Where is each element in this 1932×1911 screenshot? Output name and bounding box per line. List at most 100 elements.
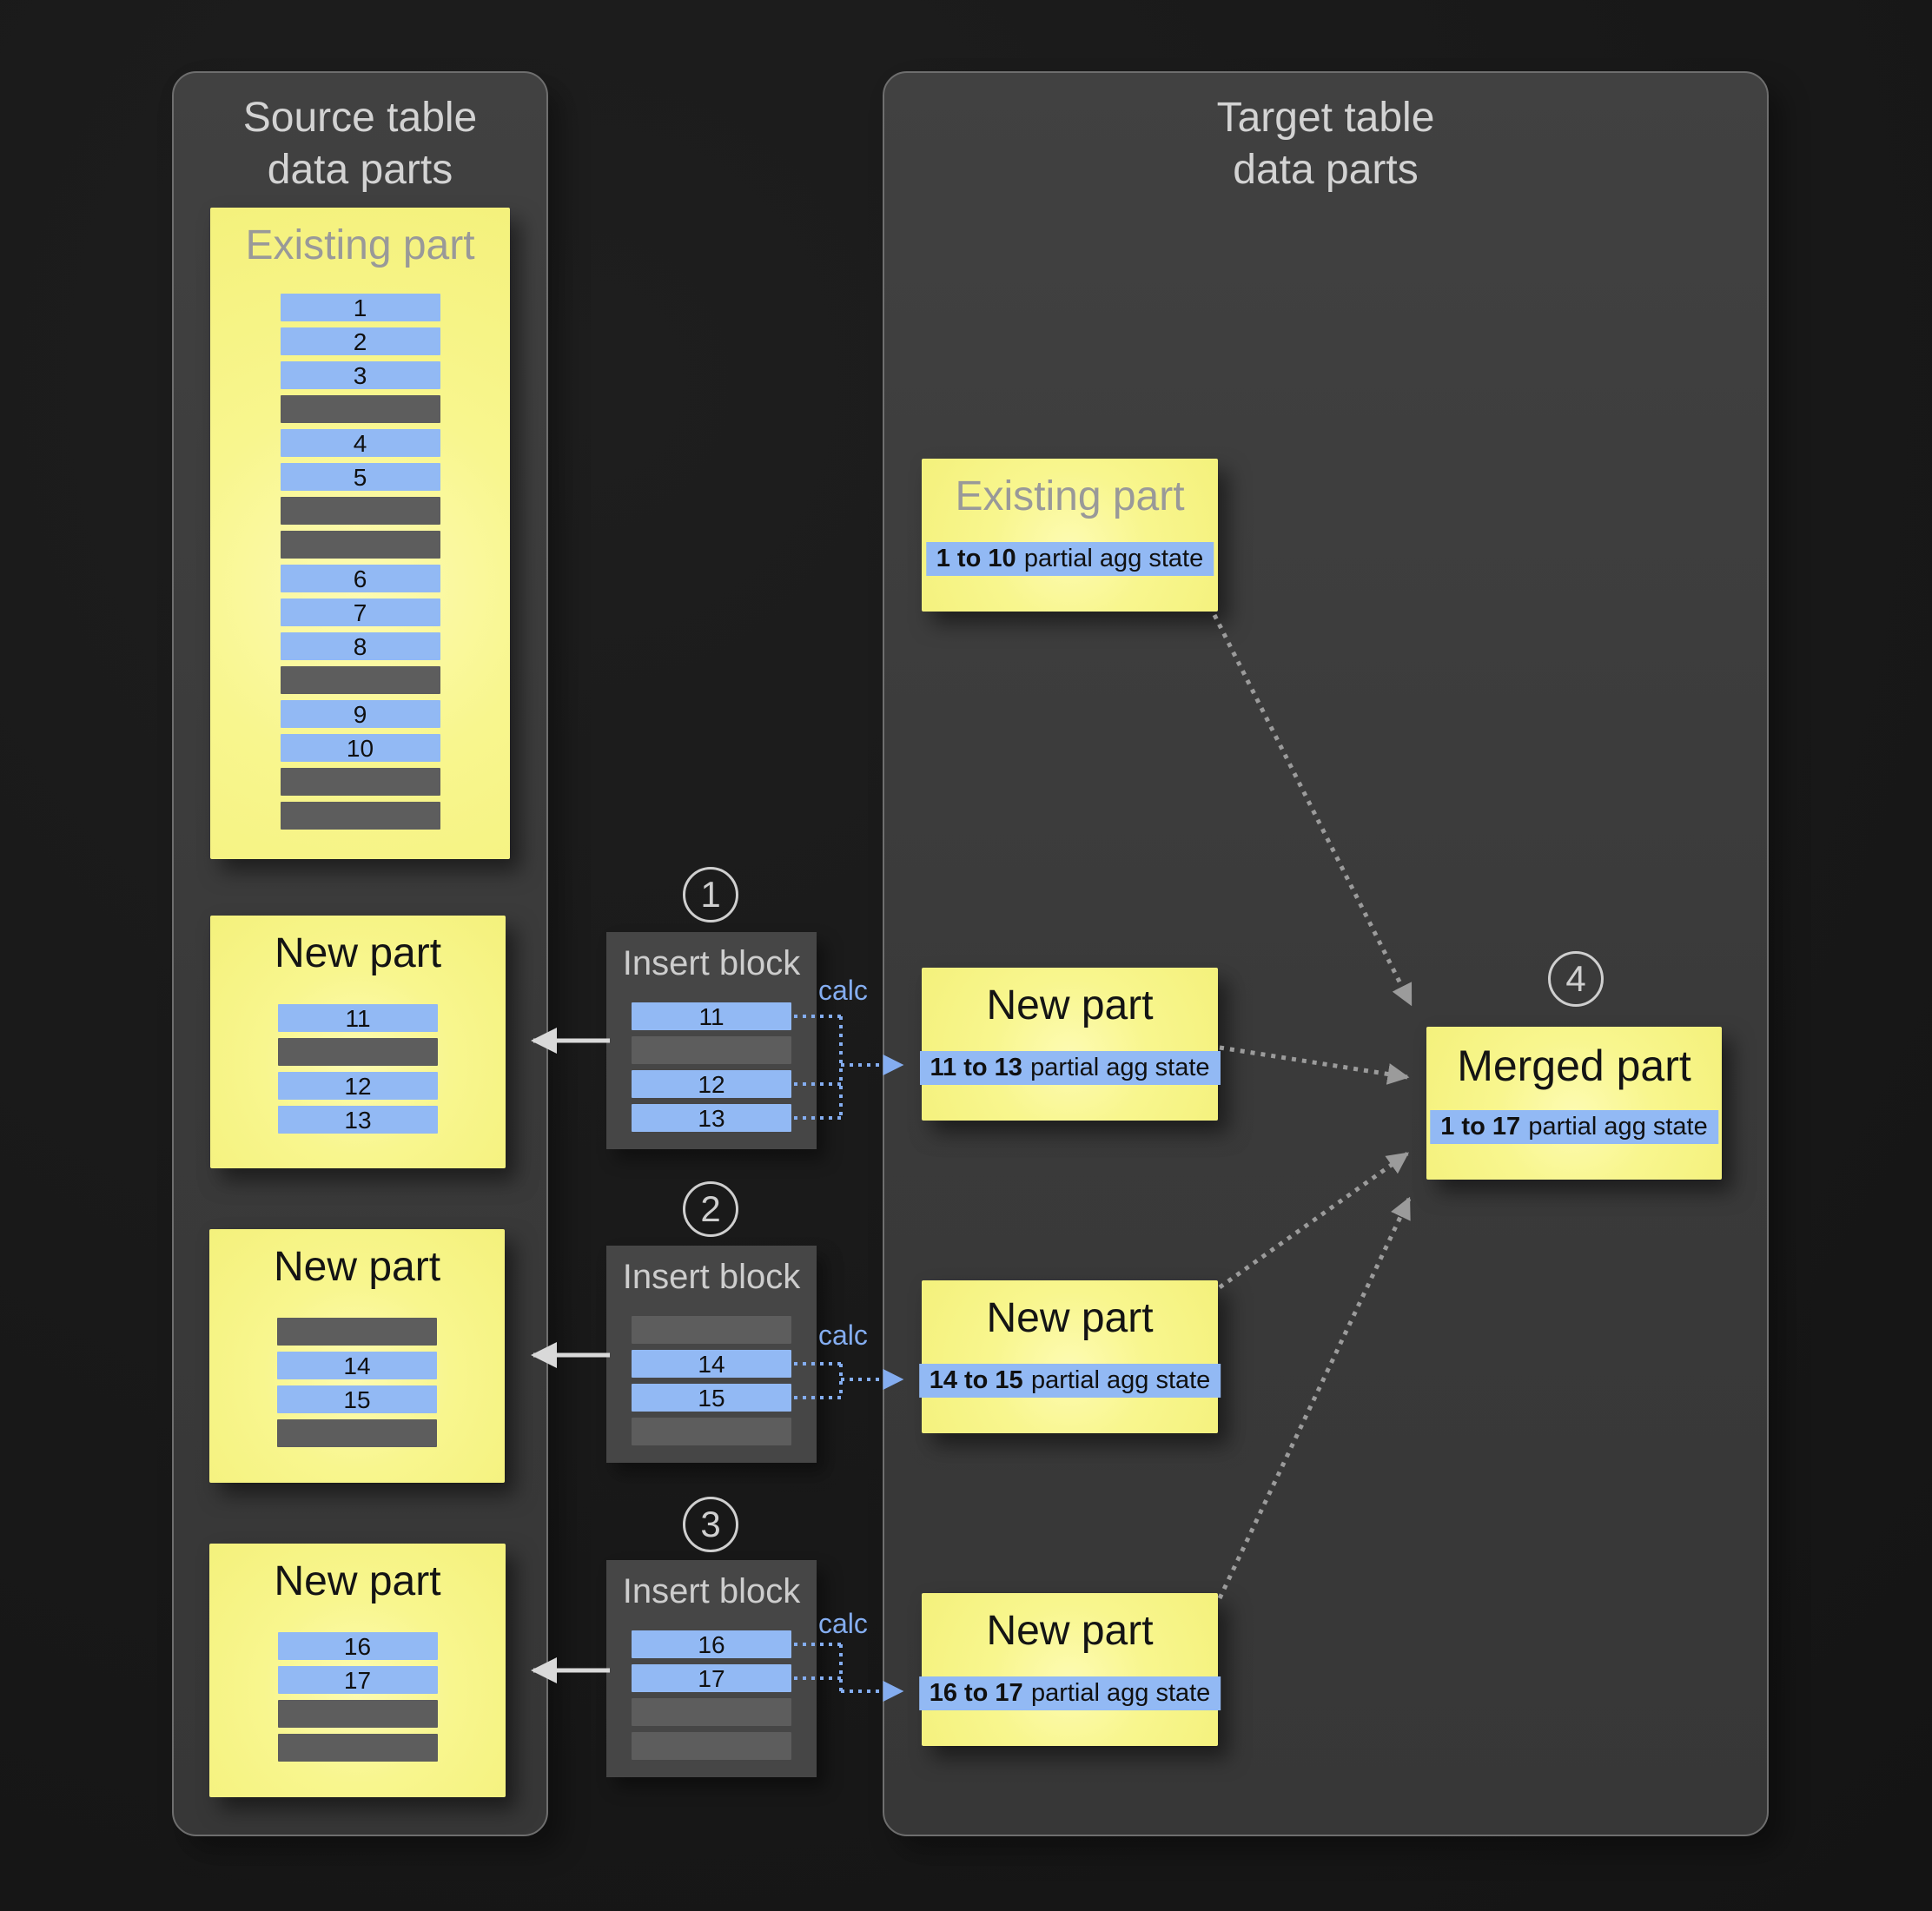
agg-state-label: 1 to 10 partial agg state <box>925 542 1214 576</box>
target-panel-title: Target table data parts <box>884 92 1767 197</box>
part-row-data: 9 <box>280 700 440 728</box>
part-row-data: 13 <box>632 1104 791 1132</box>
part-row-empty <box>280 768 440 796</box>
target-new-part-1-title: New part <box>986 982 1154 1028</box>
source-new-part-2-title: New part <box>273 1244 441 1290</box>
calc-label-1: calc <box>818 975 868 1006</box>
part-row-data: 12 <box>278 1072 438 1100</box>
part-row-empty <box>277 1318 437 1346</box>
part-row-empty <box>632 1732 791 1760</box>
target-table-panel: Target table data parts Existing part 1 … <box>883 71 1769 1836</box>
part-row-data: 14 <box>632 1350 791 1378</box>
part-row-data: 17 <box>632 1664 791 1692</box>
insert-block-3-title: Insert block <box>622 1572 801 1610</box>
agg-suffix: partial agg state <box>1528 1113 1708 1141</box>
part-row-empty <box>277 1700 438 1728</box>
target-panel-title-line2: data parts <box>1233 147 1419 194</box>
source-existing-part-title: Existing part <box>245 222 475 268</box>
source-new-part-1-title: New part <box>274 930 442 976</box>
insert-block-2-title: Insert block <box>622 1258 801 1296</box>
calc-label-3: calc <box>818 1608 868 1639</box>
part-rows: 11 12 13 <box>606 1002 817 1132</box>
part-row-empty <box>632 1698 791 1726</box>
part-row-data: 11 <box>278 1004 438 1032</box>
part-row-empty <box>277 1734 438 1762</box>
part-row-data: 11 <box>632 1002 791 1030</box>
part-row-data: 13 <box>278 1106 438 1134</box>
part-row-data: 7 <box>280 598 440 626</box>
part-row-data: 8 <box>280 632 440 660</box>
part-row-data: 16 <box>632 1630 791 1658</box>
insert-block-1-title: Insert block <box>622 944 801 982</box>
target-new-part-1: New part 11 to 13 partial agg state <box>919 968 1221 1121</box>
insert-block-1: Insert block 11 12 13 <box>606 932 817 1149</box>
agg-range: 1 to 17 <box>1440 1113 1521 1141</box>
step-3-badge: 3 <box>683 1497 738 1552</box>
part-row-empty <box>280 802 440 830</box>
target-panel-title-line1: Target table <box>1216 95 1435 141</box>
source-panel-title-line1: Source table <box>242 95 478 141</box>
source-panel-title: Source table data parts <box>174 92 546 197</box>
step-2-badge: 2 <box>683 1181 738 1237</box>
part-row-empty <box>632 1036 791 1064</box>
part-row-data: 10 <box>280 734 440 762</box>
part-rows: 11 12 13 <box>210 1004 506 1134</box>
agg-range: 16 to 17 <box>929 1679 1023 1707</box>
part-row-data: 4 <box>280 429 440 457</box>
part-row-empty <box>280 395 440 423</box>
part-row-data: 12 <box>632 1070 791 1098</box>
agg-range: 14 to 15 <box>929 1366 1023 1394</box>
part-row-empty <box>632 1418 791 1445</box>
part-row-data: 6 <box>280 565 440 592</box>
calc-label-2: calc <box>818 1319 868 1351</box>
agg-state-label: 11 to 13 partial agg state <box>919 1051 1221 1085</box>
step-4-badge: 4 <box>1548 951 1604 1007</box>
part-row-data: 16 <box>277 1632 438 1660</box>
part-row-data: 3 <box>280 361 440 389</box>
agg-suffix: partial agg state <box>1030 1054 1210 1081</box>
part-row-empty <box>280 531 440 559</box>
source-new-part-3-title: New part <box>274 1558 441 1604</box>
agg-suffix: partial agg state <box>1030 1679 1211 1707</box>
agg-range: 1 to 10 <box>936 545 1016 572</box>
part-row-data: 2 <box>280 327 440 355</box>
step-1-badge: 1 <box>683 867 738 922</box>
agg-range: 11 to 13 <box>930 1054 1022 1081</box>
agg-suffix: partial agg state <box>1030 1366 1211 1394</box>
source-panel-title-line2: data parts <box>267 147 453 194</box>
part-row-empty <box>277 1419 437 1447</box>
part-row-data: 17 <box>277 1666 438 1694</box>
target-new-part-3-title: New part <box>986 1608 1154 1654</box>
part-row-data: 14 <box>277 1352 437 1379</box>
part-row-empty <box>280 666 440 694</box>
merged-part-title: Merged part <box>1457 1041 1691 1090</box>
part-row-empty <box>280 497 440 525</box>
part-row-data: 5 <box>280 463 440 491</box>
source-new-part-1: New part 11 12 13 <box>210 916 506 1168</box>
target-new-part-2-title: New part <box>986 1295 1154 1341</box>
agg-suffix: partial agg state <box>1023 545 1204 572</box>
part-row-data: 15 <box>632 1384 791 1412</box>
part-row-empty <box>632 1316 791 1344</box>
part-row-empty <box>278 1038 438 1066</box>
part-row-data: 15 <box>277 1385 437 1413</box>
